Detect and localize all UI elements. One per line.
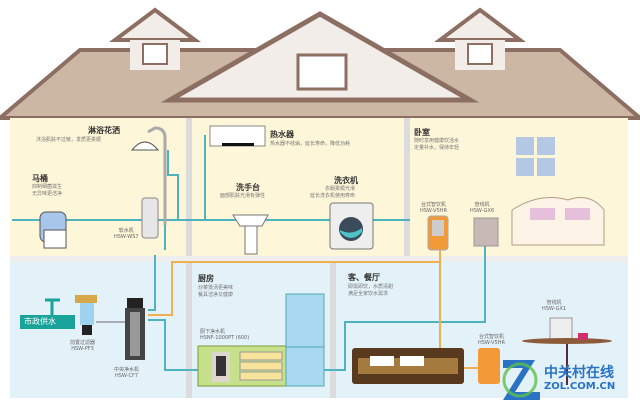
kitchen-purifier-model: HSNF-1000PT (600)	[200, 335, 250, 341]
toilet-desc-2: 无异味更洁净	[32, 191, 63, 197]
heater-desc: 热水器不结垢，延长寿命，降低功耗	[270, 141, 351, 147]
bedroom-window	[516, 137, 555, 176]
living-dispenser-name: 台式智饮机	[479, 334, 505, 340]
shower-desc: 沐浴肌肤不过敏，发质更柔顺	[36, 137, 102, 143]
heater-title: 热水器	[270, 130, 294, 139]
central-purifier	[127, 298, 143, 308]
left-dormer	[109, 7, 201, 42]
central-purifier-name: 中央净水机	[114, 367, 140, 373]
attic-window	[296, 53, 348, 91]
pipeline-unit-bedroom	[473, 217, 499, 247]
watermark-en: ZOL.COM.CN	[544, 381, 616, 392]
kitchen-title: 厨房	[198, 274, 214, 283]
kitchen-desc-2: 餐具洁净又健康	[198, 292, 234, 298]
living-pipeline-model: HSW-GX1	[542, 306, 567, 312]
toilet-desc-1: 抑制细菌滋生	[32, 184, 63, 190]
bedroom-title: 卧室	[414, 128, 430, 137]
prefilter-name: 前置过滤器	[70, 340, 96, 346]
washer-desc-1: 衣服柔顺光滑	[325, 186, 356, 192]
shower-head	[130, 141, 160, 151]
living-dispenser-model: HSW-V5HR	[478, 340, 506, 346]
municipal-supply-label: 市政供水	[24, 317, 56, 326]
washer-desc-2: 延长洗衣机使用寿命	[310, 193, 356, 199]
prefilter	[75, 295, 97, 303]
toilet-title: 马桶	[32, 174, 48, 183]
bedroom-dispenser-model: HSW-V5HR	[420, 208, 448, 214]
kitchen-purifier-name: 厨下净水机	[200, 329, 226, 335]
basin-desc: 面部肌肤光滑有弹性	[220, 193, 266, 199]
living-desc-1: 即需即饮，水质清甜	[348, 284, 394, 290]
bed	[511, 197, 605, 246]
refrigerator	[285, 293, 325, 387]
bedroom-dispenser-name: 台式智饮机	[421, 202, 447, 208]
table	[522, 338, 612, 344]
desktop-dispenser-living	[478, 348, 500, 384]
shower-title: 淋浴花洒	[88, 126, 120, 135]
washer-title: 洗衣机	[334, 176, 358, 185]
bedroom-desc-1: 随时享用健康饮活水	[414, 138, 460, 144]
softener-model: HSW-WS7	[114, 234, 139, 240]
living-pipeline-name: 管线机	[546, 300, 562, 306]
living-desc-2: 满足全家饮水需求	[348, 291, 389, 297]
bedroom-desc-2: 定量补水，保持年轻	[414, 145, 460, 151]
utility-room-wall	[10, 262, 186, 398]
kitchen-desc-1: 炒菜煲汤更美味	[198, 285, 234, 291]
bedroom-pipeline-name: 管线机	[474, 202, 490, 208]
right-dormer	[434, 7, 526, 42]
watermark-cn: 中关村在线	[544, 365, 614, 381]
softener-unit	[141, 197, 159, 239]
wash-basin	[232, 214, 269, 227]
softener-name: 软水机	[118, 228, 134, 234]
zol-logo	[503, 360, 540, 400]
living-title: 客、餐厅	[348, 273, 380, 282]
municipal-supply	[20, 315, 75, 329]
central-purifier-model: HSW-CF7	[114, 373, 139, 379]
bedroom-pipeline-model: HSW-GX6	[470, 208, 495, 214]
basin-title: 洗手台	[236, 183, 260, 192]
prefilter-model: HSW-PF3	[71, 346, 94, 352]
